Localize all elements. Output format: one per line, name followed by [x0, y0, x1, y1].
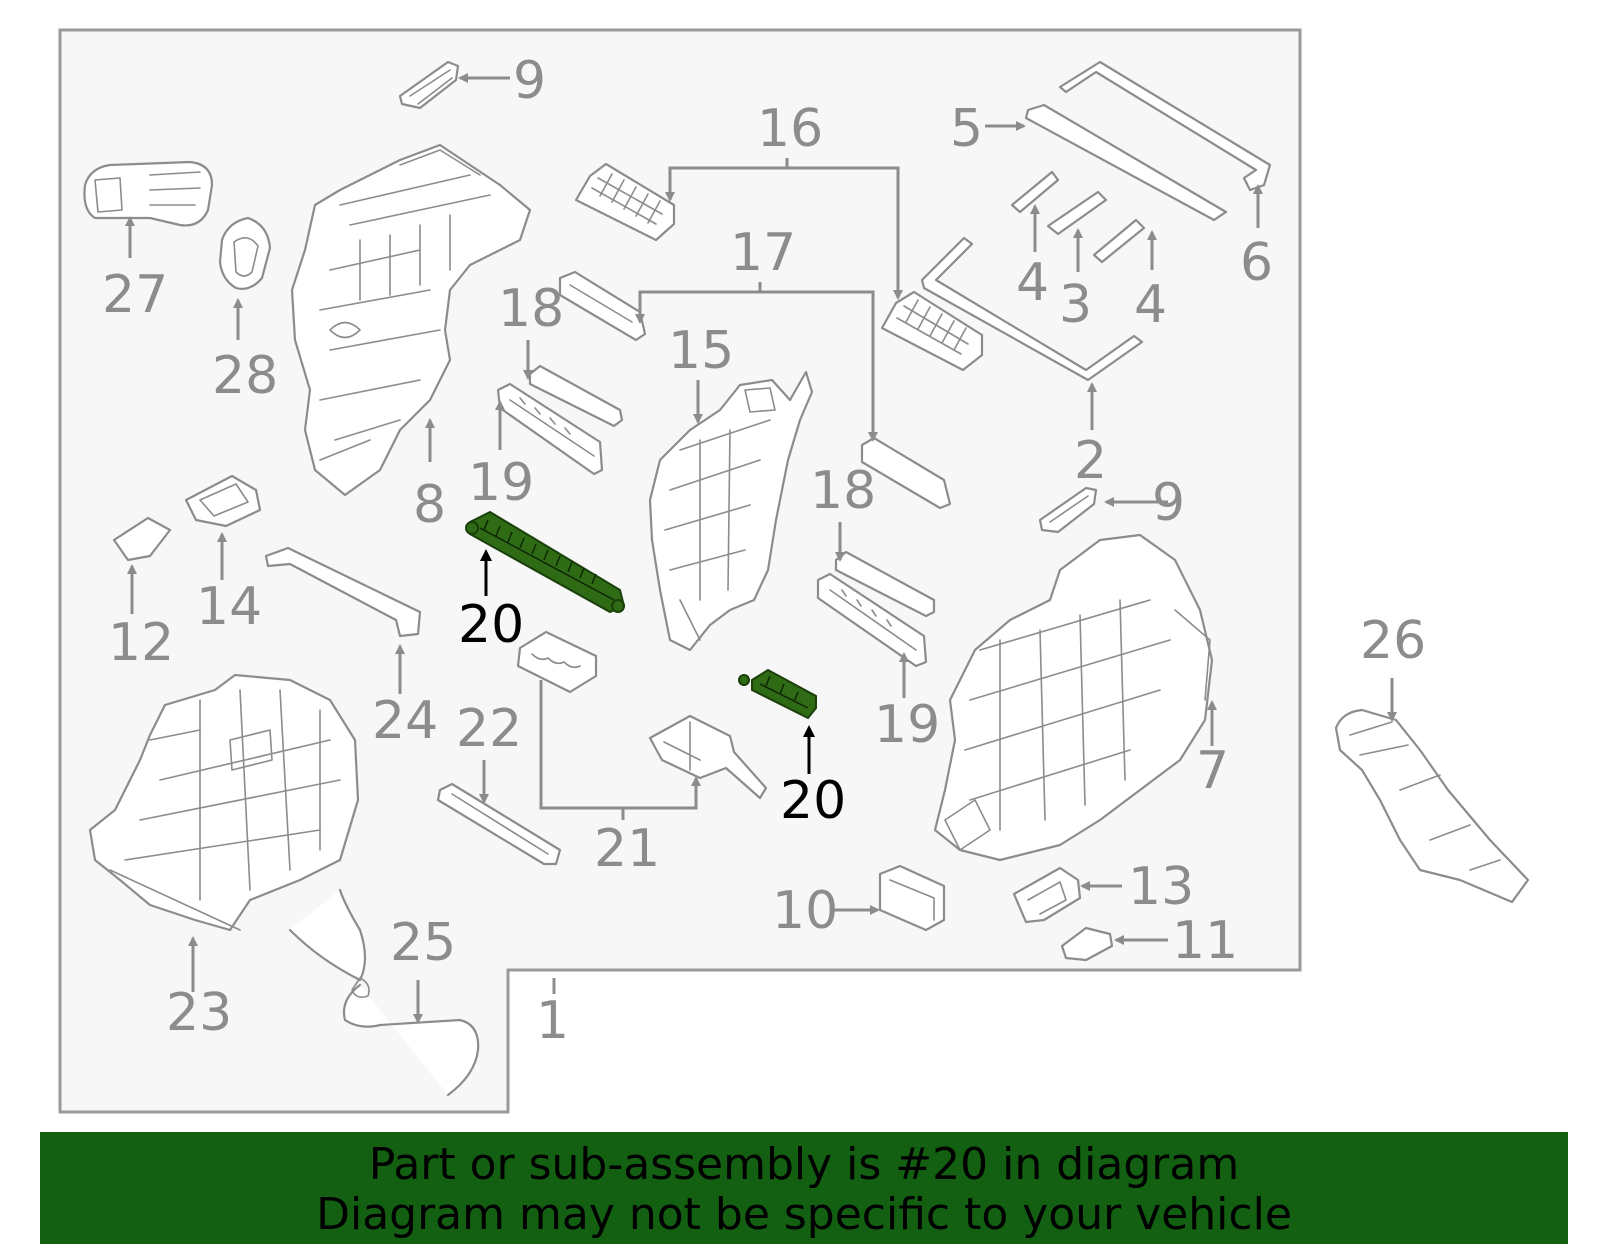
callout-20-right: 20 [780, 771, 846, 831]
callout-22: 22 [456, 699, 522, 759]
callout-1: 1 [536, 991, 569, 1051]
part-27 [83, 160, 214, 227]
callout-labels: 9 27 28 8 16 17 5 6 4 3 4 2 18 19 15 18 … [102, 51, 1426, 1051]
info-banner: Part or sub-assembly is #20 in diagram D… [40, 1132, 1568, 1244]
part-21-left [516, 630, 598, 694]
part-20-right [738, 668, 817, 720]
part-23 [88, 673, 360, 932]
callout-19-right: 19 [874, 695, 940, 755]
part-12 [112, 516, 172, 562]
part-26 [1334, 708, 1530, 904]
part-13 [1012, 866, 1082, 924]
callout-23: 23 [166, 983, 232, 1043]
callout-10: 10 [772, 881, 838, 941]
callout-9-right: 9 [1152, 473, 1185, 533]
part-28 [218, 216, 272, 290]
callout-17: 17 [730, 223, 796, 283]
callout-3: 3 [1059, 275, 1092, 335]
banner-line-1: Part or sub-assembly is #20 in diagram [368, 1139, 1240, 1190]
callout-18-right: 18 [810, 461, 876, 521]
callout-27: 27 [102, 265, 168, 325]
callout-5: 5 [950, 99, 983, 159]
part-10 [878, 864, 946, 932]
part-19-right [816, 572, 928, 668]
part-9-right [1038, 486, 1098, 534]
callout-12: 12 [108, 613, 174, 673]
callout-4-right: 4 [1134, 275, 1167, 335]
part-5 [1024, 103, 1228, 222]
part-18-left [528, 364, 624, 428]
callout-6: 6 [1240, 233, 1273, 293]
banner-line-2: Diagram may not be specific to your vehi… [316, 1189, 1292, 1240]
part-3 [1046, 190, 1108, 236]
callout-20-left: 20 [458, 595, 524, 655]
callout-19-left: 19 [468, 453, 534, 513]
part-7 [933, 533, 1214, 862]
part-16-top [574, 162, 676, 242]
callout-4-left: 4 [1016, 253, 1049, 313]
part-9-top [398, 60, 460, 110]
callout-24: 24 [372, 691, 438, 751]
part-8 [290, 143, 532, 497]
callout-9-top: 9 [513, 51, 546, 111]
part-18-right [834, 550, 936, 618]
part-2 [920, 236, 1144, 382]
part-20-left [465, 510, 626, 614]
callout-25: 25 [390, 913, 456, 973]
callout-26: 26 [1360, 611, 1426, 671]
callout-13: 13 [1128, 857, 1194, 917]
callout-11: 11 [1172, 911, 1238, 971]
callout-8: 8 [413, 475, 446, 535]
part-21-right [648, 714, 768, 800]
part-22 [436, 782, 562, 866]
callout-14: 14 [196, 577, 262, 637]
callout-16: 16 [757, 99, 823, 159]
callout-18-left: 18 [498, 279, 564, 339]
callout-21: 21 [594, 819, 660, 879]
callout-15: 15 [668, 321, 734, 381]
part-16-right [880, 290, 984, 372]
part-4-left [1010, 170, 1060, 214]
callout-7: 7 [1196, 741, 1229, 801]
part-17-left [558, 270, 647, 342]
part-11 [1060, 926, 1114, 962]
leader-lines [125, 73, 1397, 1024]
callout-28: 28 [212, 346, 278, 406]
part-24 [264, 546, 422, 638]
part-14 [184, 474, 262, 528]
part-6 [1058, 60, 1272, 192]
part-15 [648, 370, 814, 652]
callout-2: 2 [1074, 431, 1107, 491]
part-4-right [1092, 218, 1146, 264]
